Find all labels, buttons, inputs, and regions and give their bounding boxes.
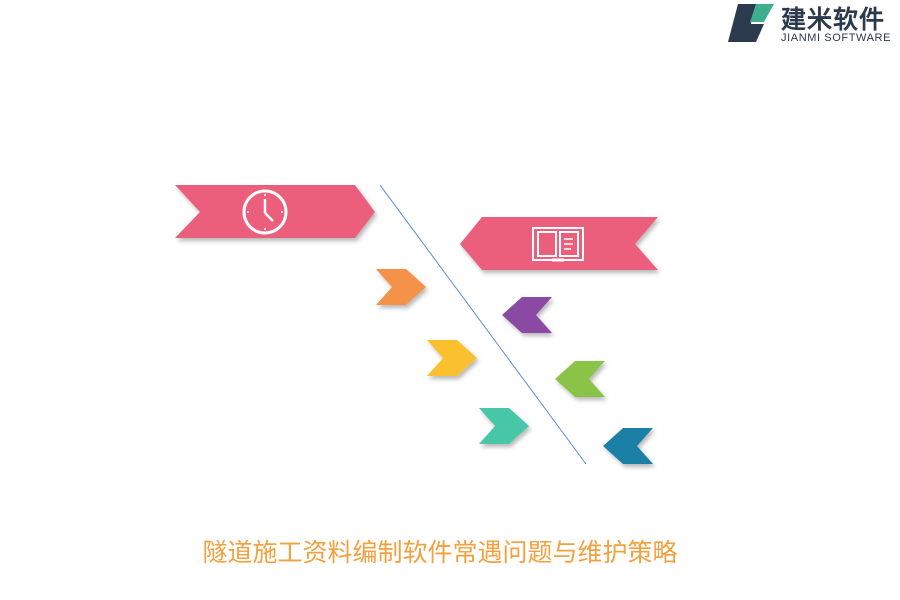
brand-logo: 建米软件 JIANMI SOFTWARE	[726, 0, 900, 46]
banner-left	[175, 185, 375, 238]
chevron-right-1	[502, 297, 552, 333]
chevron-left-1	[376, 269, 426, 305]
jianmi-logo-icon	[728, 4, 774, 42]
banner-right	[460, 217, 658, 270]
chevron-right-3	[603, 428, 653, 464]
chevron-left-3	[479, 408, 529, 444]
brand-name-en: JIANMI SOFTWARE	[781, 32, 892, 44]
spine-line	[379, 184, 587, 465]
clock-icon	[242, 189, 288, 235]
brand-name-cn: 建米软件	[781, 5, 886, 34]
chevron-left-2	[427, 340, 477, 376]
page-title: 隧道施工资料编制软件常遇问题与维护策略	[202, 538, 678, 567]
book-icon	[532, 227, 584, 262]
chevron-right-2	[555, 361, 605, 397]
